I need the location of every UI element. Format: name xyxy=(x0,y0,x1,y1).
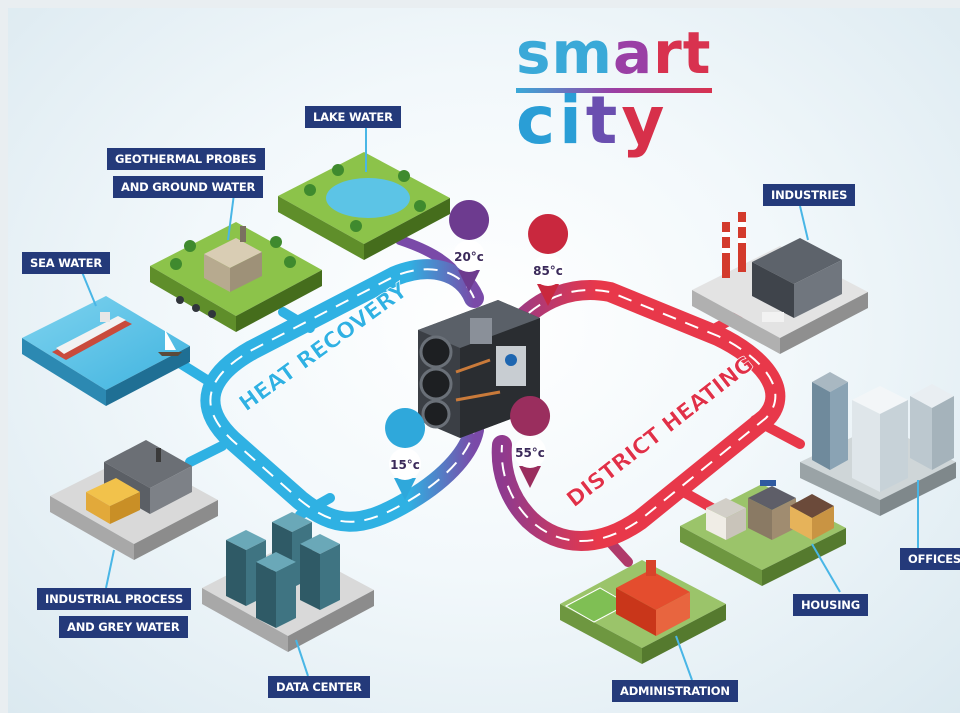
callout-lines xyxy=(81,128,919,681)
label-industries: INDUSTRIES xyxy=(763,184,856,206)
server-rack-icon xyxy=(226,512,340,628)
tower-icon xyxy=(812,372,954,492)
label-lake-water: LAKE WATER xyxy=(305,106,401,128)
building-icon xyxy=(204,254,230,292)
temp-55c: 55°c xyxy=(515,446,545,460)
administration-tile xyxy=(560,560,726,664)
label-sea-water: SEA WATER xyxy=(22,252,110,274)
lake-water-tile xyxy=(278,152,450,260)
label-housing: HOUSING xyxy=(793,594,868,616)
data-center-tile xyxy=(202,512,374,652)
town-hall-icon xyxy=(616,560,690,636)
heat-pump-unit xyxy=(418,300,540,438)
logo-city: city xyxy=(516,86,668,156)
industrial-process-tile xyxy=(50,440,218,560)
sailboat-icon xyxy=(165,330,176,350)
logo-smart: smart xyxy=(516,22,711,84)
logo-city-part3: y xyxy=(621,82,669,159)
label-data-center: DATA CENTER xyxy=(268,676,370,698)
sea-water-tile xyxy=(22,296,190,406)
offices-tile xyxy=(800,372,956,516)
label-industrial-line1: INDUSTRIAL PROCESS xyxy=(37,588,192,610)
pin-20c: 20°c xyxy=(449,200,490,292)
housing-tile xyxy=(680,480,846,586)
logo-smart-part1: sm xyxy=(516,19,613,87)
pipe-industrial xyxy=(185,441,227,467)
label-industrial-line2: AND GREY WATER xyxy=(59,616,188,638)
district-heating-label: DISTRICT HEATING xyxy=(562,352,758,513)
logo-city-part2: t xyxy=(585,82,622,159)
label-geothermal-line2: AND GROUND WATER xyxy=(113,176,264,198)
pin-85c: 85°c xyxy=(528,214,569,306)
geothermal-tile xyxy=(150,222,322,332)
label-geothermal-line1: GEOTHERMAL PROBES xyxy=(107,148,265,170)
logo-smart-part2: a xyxy=(612,19,654,87)
house-icon xyxy=(706,480,834,540)
pin-15c: 15°c xyxy=(385,408,426,500)
lake-icon xyxy=(326,178,410,218)
temp-85c: 85°c xyxy=(533,264,563,278)
pin-55c: 55°c xyxy=(510,396,551,488)
logo-smart-part3: rt xyxy=(653,19,712,87)
logo-divider xyxy=(516,88,712,93)
temp-20c: 20°c xyxy=(454,250,484,264)
label-administration: ADMINISTRATION xyxy=(612,680,738,702)
label-offices: OFFICES xyxy=(900,548,960,570)
industries-tile xyxy=(692,212,868,354)
chimney-icon xyxy=(722,212,746,278)
temp-15c: 15°c xyxy=(390,458,420,472)
logo-city-part1: ci xyxy=(516,82,586,159)
